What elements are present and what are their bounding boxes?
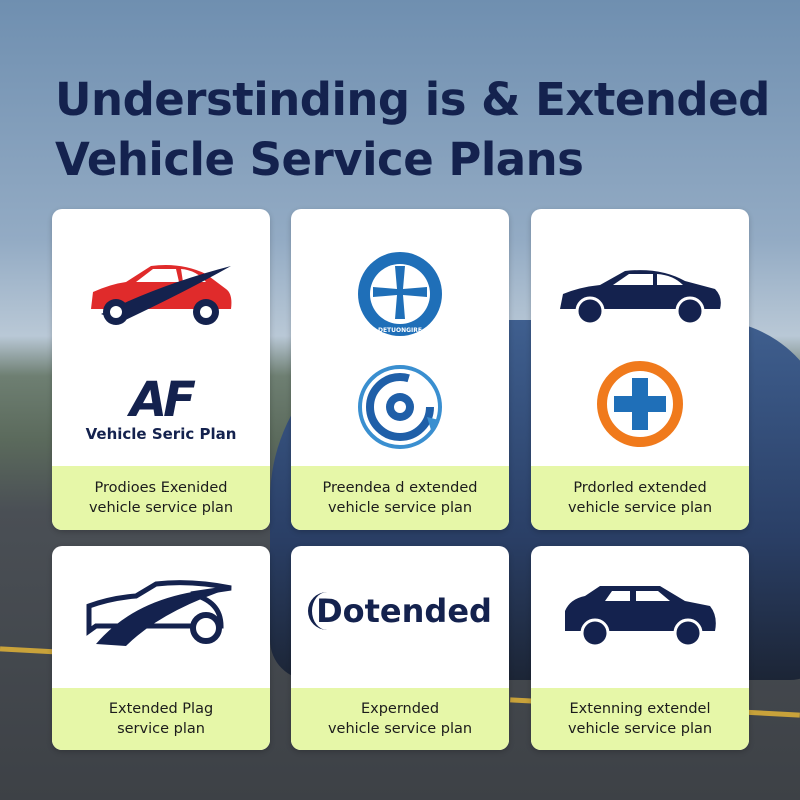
suv-icon <box>531 571 749 661</box>
car-outline-icon <box>52 571 270 661</box>
af-logo: AF Vehicle Seric Plan <box>85 372 237 443</box>
sedan-icon <box>531 249 749 339</box>
circular-arrow-icon <box>291 359 509 454</box>
medical-cross-icon <box>531 354 749 454</box>
dotended-logo: Dotended <box>291 566 509 656</box>
wheel-badge-icon: DETUONGIRE <box>291 244 509 344</box>
svg-text:DETUONGIRE: DETUONGIRE <box>378 327 422 334</box>
red-car-icon <box>52 249 270 339</box>
